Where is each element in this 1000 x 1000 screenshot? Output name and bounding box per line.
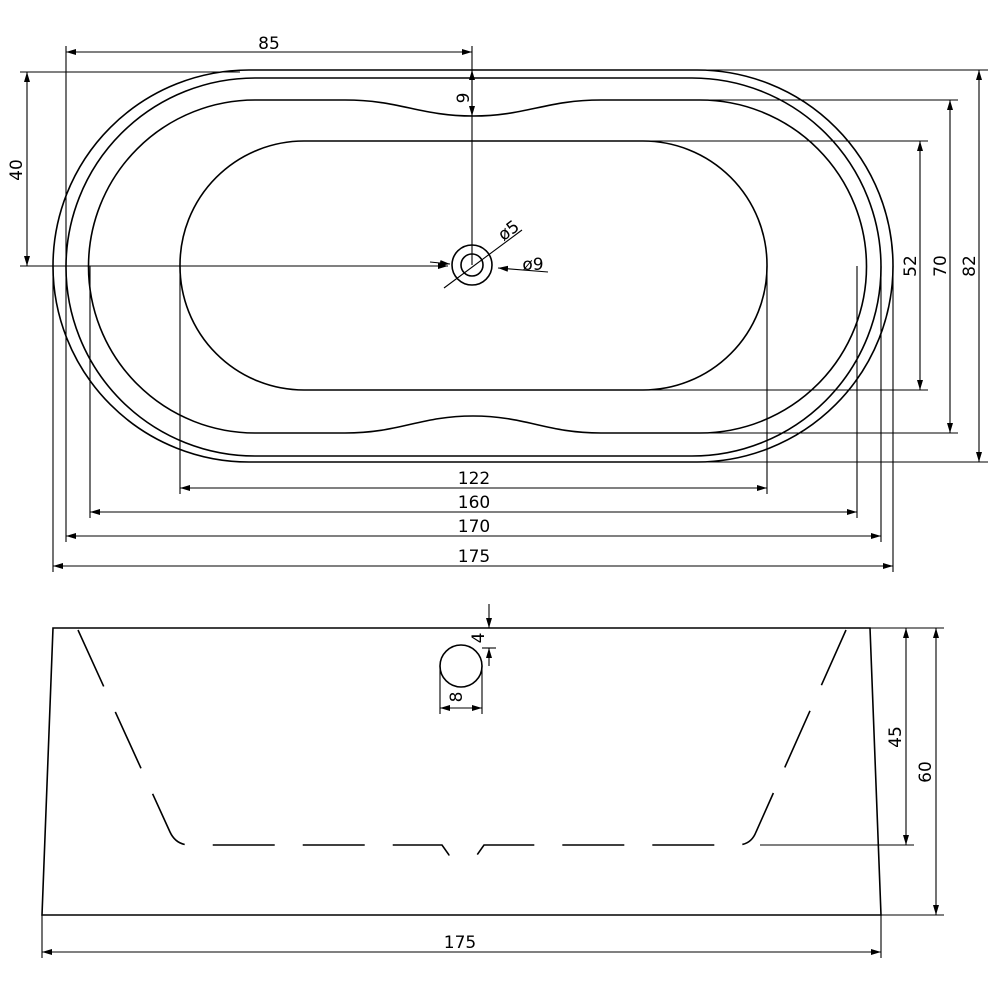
- drain-outer-leader: [443, 229, 523, 289]
- top-view: 85 9 40 ø5 ø9 52 70 82 122 160: [7, 34, 988, 572]
- dim-label-175-top: 175: [458, 547, 490, 567]
- dim-label-122: 122: [458, 469, 490, 489]
- dim-label-9: 9: [454, 93, 474, 104]
- dim-label-8: 8: [447, 692, 467, 703]
- dim-label-85: 85: [258, 34, 280, 54]
- overflow-hole: [439, 644, 483, 688]
- side-view: 4 8 45 60 175: [41, 604, 944, 958]
- dim-label-160: 160: [458, 493, 490, 513]
- basin-hidden-outline: [77, 629, 847, 856]
- dim-label-drain-outer: ø5: [494, 217, 523, 246]
- dim-label-82: 82: [960, 255, 980, 277]
- basin-outline: [87, 99, 868, 434]
- dim-label-40: 40: [7, 159, 27, 181]
- rim-outline: [65, 77, 882, 457]
- dim-label-70: 70: [931, 255, 951, 277]
- drain-inner-leader: [497, 265, 549, 273]
- dim-label-170: 170: [458, 517, 490, 537]
- dim-label-60: 60: [916, 761, 936, 783]
- dim-label-175-side: 175: [444, 933, 476, 953]
- dim-label-drain-inner: ø9: [522, 255, 543, 275]
- dim-label-45: 45: [886, 726, 906, 748]
- dim-label-4: 4: [469, 633, 489, 644]
- side-body-outline: [41, 627, 882, 916]
- drain-outer-leader-tail: [429, 260, 451, 266]
- dim-label-52: 52: [901, 255, 921, 277]
